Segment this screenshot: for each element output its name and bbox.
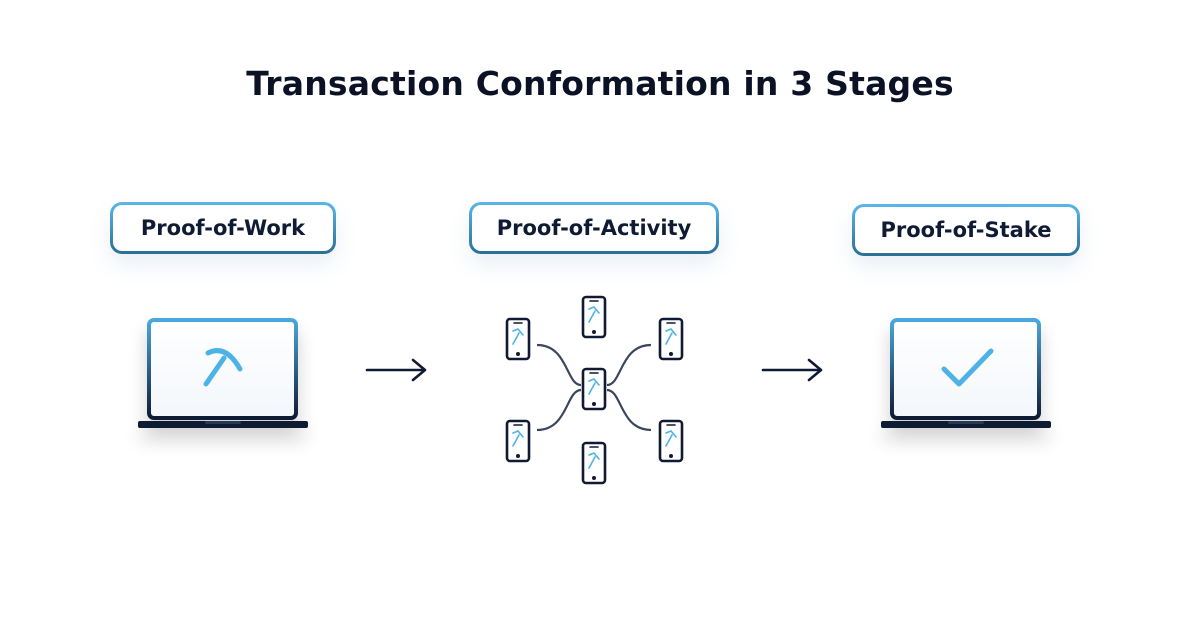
arrow-right-icon-2 — [761, 358, 823, 382]
phone-bottom-icon — [581, 441, 607, 485]
phone-upper-left-icon — [505, 317, 531, 361]
checkmark-icon — [941, 348, 994, 387]
stage-label-proof-of-stake: Proof-of-Stake — [852, 204, 1080, 256]
phone-upper-right-icon — [658, 317, 684, 361]
phone-top-icon — [581, 295, 607, 339]
stage-label-proof-of-activity: Proof-of-Activity — [469, 202, 719, 254]
laptop-pos-icon — [881, 318, 1051, 428]
arrow-right-icon-1 — [365, 358, 427, 382]
laptop-pow-icon — [138, 318, 308, 428]
phone-center-icon — [581, 367, 607, 411]
mobile-network-icon — [505, 295, 684, 485]
phone-lower-left-icon — [505, 419, 531, 463]
stage-label-proof-of-work: Proof-of-Work — [110, 202, 336, 254]
pickaxe-icon — [203, 348, 243, 387]
phone-lower-right-icon — [658, 419, 684, 463]
diagram-title: Transaction Conformation in 3 Stages — [246, 64, 954, 103]
